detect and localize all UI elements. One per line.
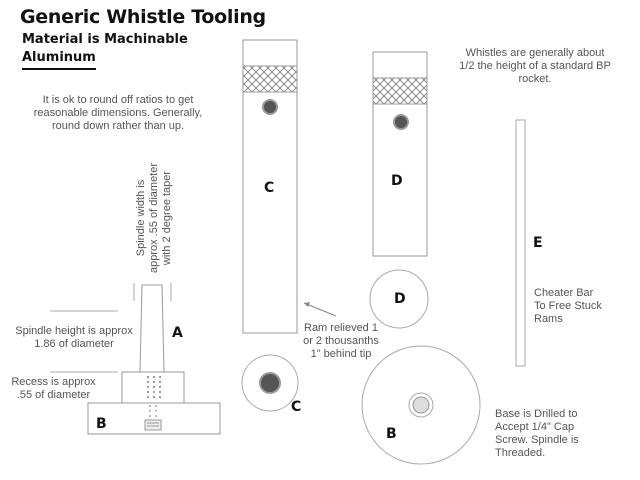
whistle-height-note: Whistles are generally about 1/2 the hei… <box>440 47 630 86</box>
base-note: Base is Drilled to Accept 1/4" Cap Screw… <box>495 408 605 460</box>
label-e: E <box>533 235 543 251</box>
ram-d-knurl <box>372 77 428 105</box>
label-a: A <box>172 325 183 341</box>
spindle-width-line-1: Spindle width is <box>135 179 147 257</box>
base-line-3: Screw. Spindle is <box>495 434 579 446</box>
ram-relieved-line-3: 1" behind tip <box>310 348 372 360</box>
material-note: Material is Machinable Aluminum <box>22 31 188 70</box>
label-c-ram: C <box>264 180 275 196</box>
base-b <box>87 402 221 435</box>
recess-line-2: .55 of diameter <box>16 389 91 401</box>
cheater-bar-note: Cheater Bar To Free Stuck Rams <box>534 287 634 326</box>
base-line-1: Base is Drilled to <box>495 408 578 420</box>
spindle-height-line-1: Spindle height is approx <box>15 325 133 337</box>
whistle-height-line-1: Whistles are generally about <box>465 47 605 59</box>
ram-c-knurl <box>242 65 298 93</box>
cheater-bar-line-1: Cheater Bar <box>534 287 594 299</box>
ram-c-hole <box>262 99 278 115</box>
ram-relieved-line-1: Ram relieved 1 <box>304 322 378 334</box>
recess-line-1: Recess is approx <box>11 376 96 388</box>
spindle-height-line-2: 1.86 of diameter <box>34 338 114 350</box>
circle-b <box>361 345 481 465</box>
ram-relieved-arrow <box>303 302 337 317</box>
ram-c <box>242 39 298 334</box>
circle-c <box>241 354 299 412</box>
recess-note: Recess is approx .55 of diameter <box>6 376 101 402</box>
ram-d <box>372 51 428 257</box>
label-d-circle: D <box>394 291 406 307</box>
material-line-1: Material is Machinable <box>22 32 188 47</box>
label-d-ram: D <box>391 173 403 189</box>
whistle-height-line-2: 1/2 the height of a standard BP <box>459 60 611 72</box>
round-off-line-2: reasonable dimensions. Generally, <box>33 107 203 119</box>
round-off-line-3: round down rather than up. <box>51 120 185 132</box>
ram-d-hole <box>393 114 409 130</box>
spindle-width-line-2: approx .55 of diameter <box>148 162 160 274</box>
spindle-height-note: Spindle height is approx 1.86 of diamete… <box>4 325 144 351</box>
label-b-circle: B <box>386 426 397 442</box>
ram-relieved-line-2: or 2 thousanths <box>303 335 379 347</box>
base-line-2: Accept 1/4" Cap <box>495 421 575 433</box>
round-off-line-1: It is ok to round off ratios to get <box>42 94 194 106</box>
cheater-bar-line-2: To Free Stuck <box>534 300 602 312</box>
recess-block <box>121 371 185 404</box>
diagram-title: Generic Whistle Tooling <box>20 6 266 28</box>
material-line-2: Aluminum <box>22 49 96 70</box>
spindle-width-note: Spindle width is approx .55 of diameter … <box>135 153 174 283</box>
cheater-bar-line-3: Rams <box>534 313 563 325</box>
label-c-circle: C <box>291 399 302 415</box>
ram-relieved-note: Ram relieved 1 or 2 thousanths 1" behind… <box>300 322 382 361</box>
base-line-4: Threaded. <box>495 447 546 459</box>
ram-relieved-arrowhead <box>304 302 310 307</box>
round-off-note: It is ok to round off ratios to get reas… <box>18 94 218 133</box>
circle-d <box>369 269 429 329</box>
cheater-bar-e <box>515 119 526 367</box>
whistle-height-line-3: rocket. <box>518 73 552 85</box>
spindle-width-line-3: with 2 degree taper <box>161 170 173 266</box>
label-b-base: B <box>96 416 107 432</box>
